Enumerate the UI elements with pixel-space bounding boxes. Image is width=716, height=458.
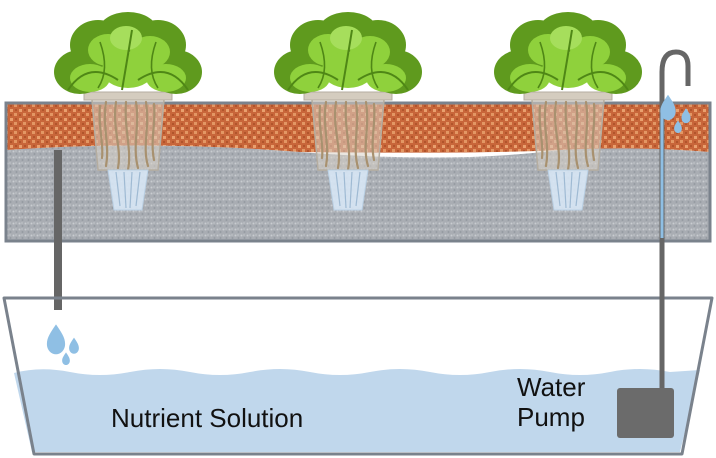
nutrient-reservoir <box>2 296 714 456</box>
water-pump-icon <box>617 388 674 438</box>
water-pump-label-line1: Water <box>517 372 586 402</box>
water-drop-icon <box>46 324 79 366</box>
water-pump-label-line2: Pump <box>517 402 585 432</box>
supply-pipe <box>659 49 691 392</box>
nutrient-solution-label: Nutrient Solution <box>111 403 304 433</box>
drain-pipe <box>54 150 62 310</box>
water-pump-label: Water Pump <box>517 372 585 432</box>
